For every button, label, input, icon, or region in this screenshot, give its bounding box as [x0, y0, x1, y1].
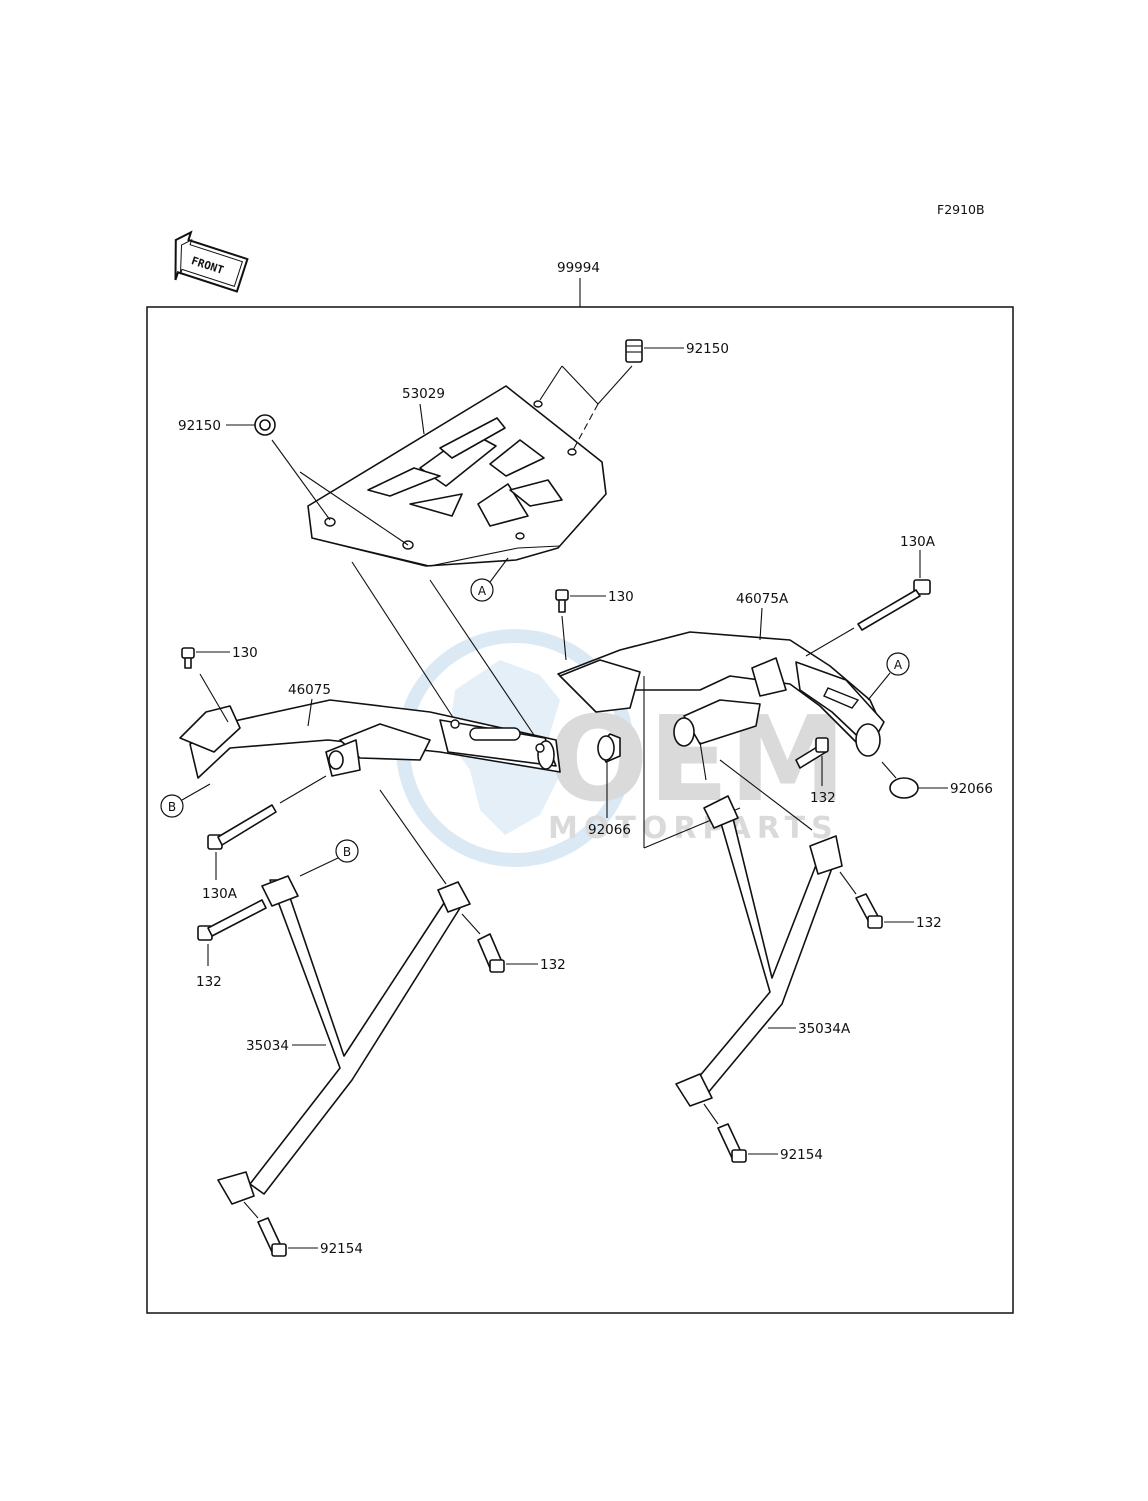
bolt-132-left: [197, 899, 267, 941]
assembly-frame: [146, 306, 1014, 1314]
grommet-92066-right: [889, 777, 919, 799]
ref-b2-label: B: [343, 845, 351, 859]
screw-92150-left: [254, 414, 276, 436]
bolt-130-left: [181, 647, 195, 669]
front-arrow-icon: FRONT: [174, 230, 249, 293]
assembly-label: 99994: [557, 260, 600, 276]
part-label-92150-left: 92150: [178, 418, 221, 434]
figure-code: F2910B: [937, 202, 985, 217]
reference-marker-b: B: [160, 794, 184, 818]
bolt-130a-left: [207, 804, 277, 850]
part-label-92150-top: 92150: [686, 341, 729, 357]
stay-right: [675, 795, 843, 1107]
part-label-132-mid: 132: [810, 790, 836, 806]
bolt-130a-right: [857, 579, 931, 631]
part-label-46075: 46075: [288, 682, 331, 698]
ref-b-label: B: [168, 800, 176, 814]
bolt-130-mid: [555, 589, 569, 613]
ref-a-label: A: [478, 584, 487, 598]
carrier-plate: [307, 385, 607, 567]
grommet-92066-mid: [597, 733, 621, 763]
bolt-92154-left: [257, 1217, 287, 1257]
bolt-132-mid: [795, 737, 829, 769]
bolt-92154-right: [717, 1123, 747, 1163]
reference-marker-a: A: [470, 578, 494, 602]
screw-92150-top: [625, 339, 643, 363]
part-label-130a-left: 130A: [202, 886, 238, 902]
bolt-132-center: [477, 933, 505, 973]
side-rail-right: [557, 631, 885, 757]
part-label-132-left: 132: [196, 974, 222, 990]
stay-left: [217, 875, 471, 1205]
part-label-132-center: 132: [540, 957, 566, 973]
ref-a2-label: A: [894, 658, 903, 672]
part-label-92066-right: 92066: [950, 781, 993, 797]
reference-marker-b-stay: B: [335, 839, 359, 863]
part-label-92154-left: 92154: [320, 1241, 363, 1257]
reference-marker-a-right: A: [886, 652, 910, 676]
part-label-53029: 53029: [402, 386, 445, 402]
part-label-130a-right: 130A: [900, 534, 936, 550]
part-label-130-left: 130: [232, 645, 258, 661]
part-label-92066-mid: 92066: [588, 822, 631, 838]
part-label-46075a: 46075A: [736, 591, 789, 607]
part-label-92154-right: 92154: [780, 1147, 823, 1163]
part-label-35034a: 35034A: [798, 1021, 851, 1037]
side-rail-left: [179, 699, 561, 779]
part-label-35034: 35034: [246, 1038, 289, 1054]
part-label-132-right: 132: [916, 915, 942, 931]
bolt-132-right: [855, 893, 883, 929]
part-label-130-mid: 130: [608, 589, 634, 605]
